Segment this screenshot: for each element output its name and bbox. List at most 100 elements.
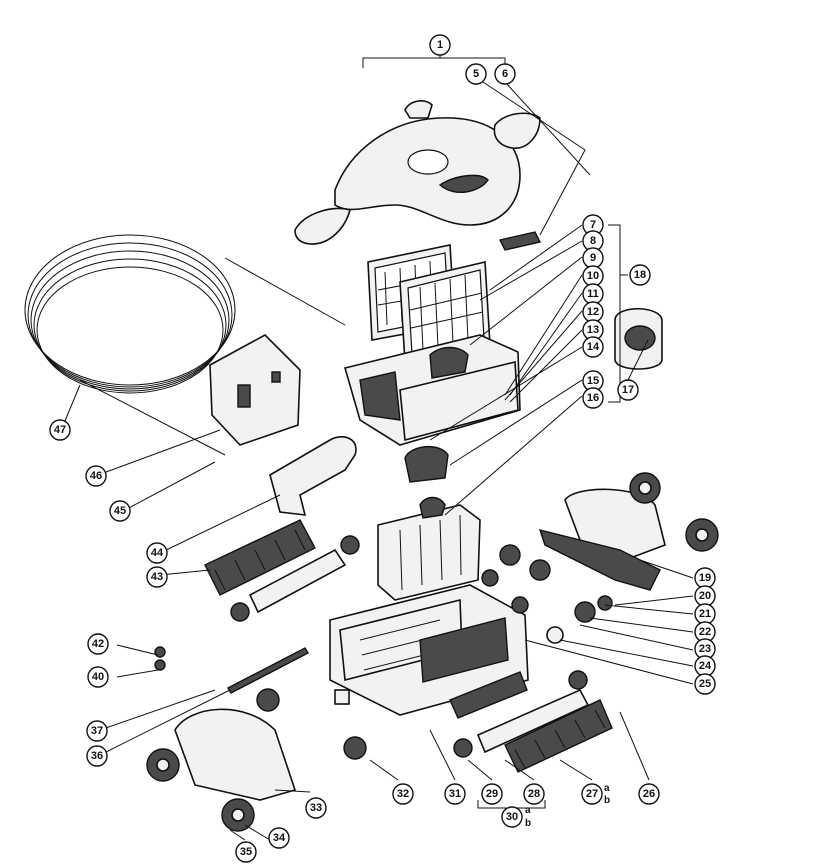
callout-45: 45 xyxy=(109,500,131,522)
callout-19: 19 xyxy=(694,567,716,589)
callout-40: 40 xyxy=(87,666,109,688)
callout-30-variant-a: a xyxy=(525,805,531,816)
callout-35: 35 xyxy=(235,841,257,863)
leader-lines xyxy=(61,52,694,841)
svg-text:21: 21 xyxy=(699,608,711,620)
main-chassis xyxy=(329,584,529,716)
svg-text:46: 46 xyxy=(90,470,102,482)
callout-30-variant-b: b xyxy=(525,818,531,829)
svg-text:30: 30 xyxy=(506,811,518,823)
svg-text:15: 15 xyxy=(587,375,599,387)
callout-17: 17 xyxy=(617,379,639,401)
svg-text:43: 43 xyxy=(151,571,163,583)
callout-7: 7 xyxy=(582,214,604,236)
svg-text:34: 34 xyxy=(273,832,286,844)
svg-text:5: 5 xyxy=(473,68,479,80)
callout-46: 46 xyxy=(85,465,107,487)
svg-text:17: 17 xyxy=(622,384,634,396)
callout-33: 33 xyxy=(305,797,327,819)
svg-text:7: 7 xyxy=(590,219,596,231)
svg-text:16: 16 xyxy=(587,392,599,404)
handle-clip xyxy=(498,231,542,251)
motor-unit xyxy=(377,496,481,601)
callout-10: 10 xyxy=(582,265,604,287)
svg-text:10: 10 xyxy=(587,270,599,282)
svg-text:42: 42 xyxy=(92,638,104,650)
callout-1: 1 xyxy=(429,34,451,56)
callout-14: 14 xyxy=(582,336,604,358)
swivel-part xyxy=(614,308,663,370)
drive-wheels xyxy=(146,472,719,832)
callout-28: 28 xyxy=(523,783,545,805)
svg-text:37: 37 xyxy=(91,725,103,737)
callout-34: 34 xyxy=(268,827,290,849)
callout-24: 24 xyxy=(694,655,716,677)
callout-47: 47 xyxy=(49,419,71,441)
svg-text:29: 29 xyxy=(486,788,498,800)
callout-30: 30 xyxy=(501,806,523,828)
svg-text:13: 13 xyxy=(587,324,599,336)
callout-21: 21 xyxy=(694,603,716,625)
cable-coil xyxy=(24,234,346,456)
power-supply xyxy=(209,334,301,446)
svg-text:44: 44 xyxy=(151,547,164,559)
callout-6: 6 xyxy=(494,63,516,85)
svg-text:12: 12 xyxy=(587,306,599,318)
svg-text:26: 26 xyxy=(643,788,655,800)
callout-26: 26 xyxy=(638,783,660,805)
callout-44: 44 xyxy=(146,542,168,564)
filter-panels xyxy=(367,244,491,363)
callout-16: 16 xyxy=(582,387,604,409)
svg-text:14: 14 xyxy=(587,341,600,353)
impeller xyxy=(404,446,449,483)
svg-text:31: 31 xyxy=(449,788,461,800)
svg-text:8: 8 xyxy=(590,235,596,247)
svg-text:45: 45 xyxy=(114,505,126,517)
callout-20: 20 xyxy=(694,585,716,607)
callout-12: 12 xyxy=(582,301,604,323)
svg-text:1: 1 xyxy=(437,39,443,51)
callout-32: 32 xyxy=(392,783,414,805)
svg-text:32: 32 xyxy=(397,788,409,800)
callout-25: 25 xyxy=(694,673,716,695)
svg-text:35: 35 xyxy=(240,846,252,858)
svg-text:9: 9 xyxy=(590,252,596,264)
svg-text:23: 23 xyxy=(699,643,711,655)
svg-text:33: 33 xyxy=(310,802,322,814)
gears-small-parts xyxy=(154,535,613,760)
filter-basket-housing xyxy=(344,334,521,446)
callout-11: 11 xyxy=(582,283,604,305)
svg-text:25: 25 xyxy=(699,678,711,690)
svg-text:20: 20 xyxy=(699,590,711,602)
brush-rollers xyxy=(204,519,613,773)
svg-text:18: 18 xyxy=(634,269,646,281)
callout-27-variant-b: b xyxy=(604,795,610,806)
callout-31: 31 xyxy=(444,783,466,805)
svg-text:47: 47 xyxy=(54,424,66,436)
handle xyxy=(269,436,357,516)
svg-text:19: 19 xyxy=(699,572,711,584)
callout-15: 15 xyxy=(582,370,604,392)
callout-27-variant-a: a xyxy=(604,783,610,794)
callout-22: 22 xyxy=(694,621,716,643)
side-cap-part xyxy=(493,112,541,149)
callout-36: 36 xyxy=(86,745,108,767)
svg-text:22: 22 xyxy=(699,626,711,638)
rollers-axles xyxy=(227,548,590,754)
callout-23: 23 xyxy=(694,638,716,660)
svg-text:36: 36 xyxy=(91,750,103,762)
svg-text:40: 40 xyxy=(92,671,104,683)
callout-27: 27 xyxy=(581,783,603,805)
svg-text:24: 24 xyxy=(699,660,712,672)
svg-text:6: 6 xyxy=(502,68,508,80)
callout-37: 37 xyxy=(86,720,108,742)
callout-18: 18 xyxy=(629,264,651,286)
svg-text:11: 11 xyxy=(587,288,599,300)
lower-cover-part xyxy=(294,207,351,245)
right-side-panel xyxy=(538,488,666,591)
callout-42: 42 xyxy=(87,633,109,655)
callout-29: 29 xyxy=(481,783,503,805)
callout-43: 43 xyxy=(146,566,168,588)
